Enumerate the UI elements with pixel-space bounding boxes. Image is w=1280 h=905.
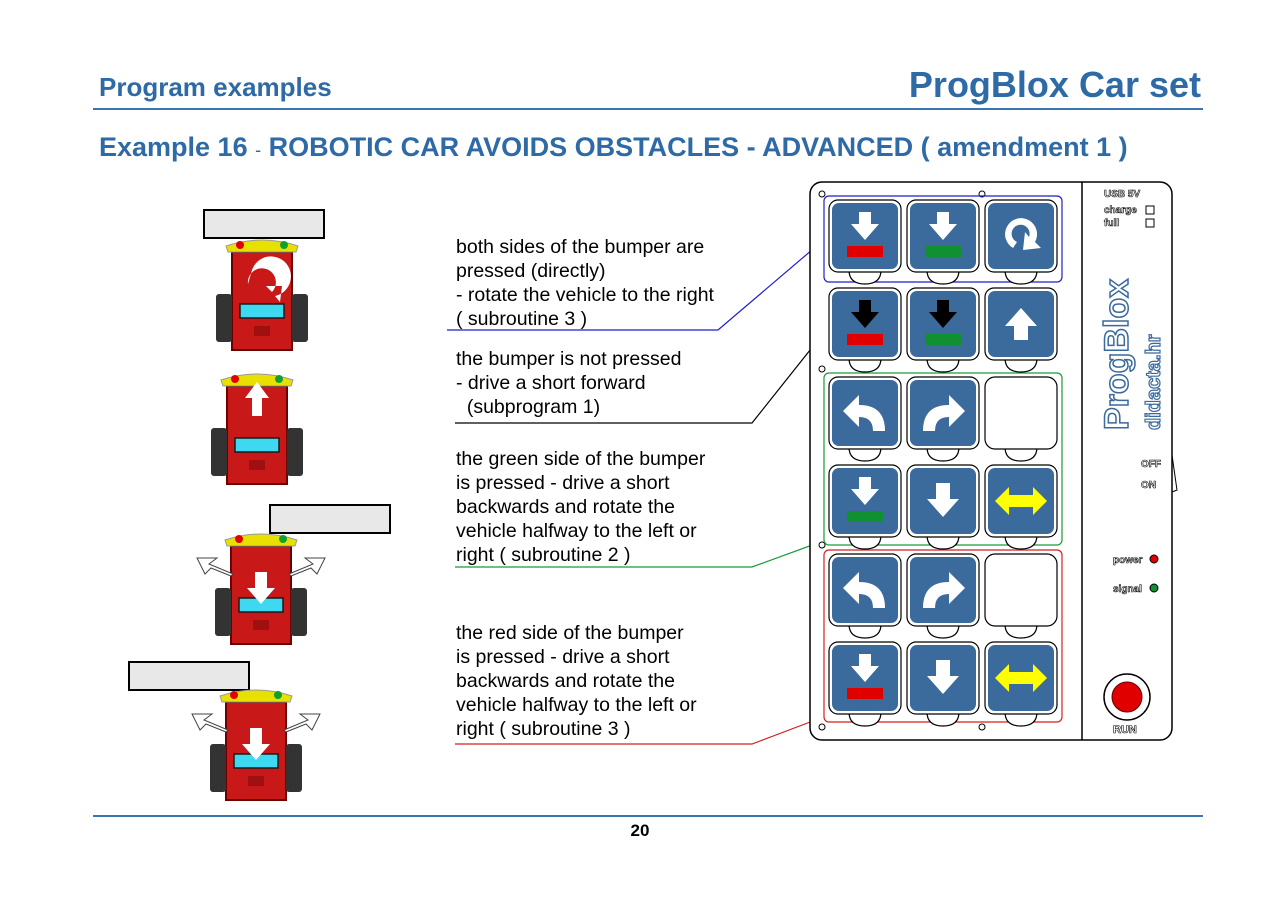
description-green-side: the green side of the bumper is pressed … <box>456 448 706 566</box>
power-switch[interactable] <box>1171 454 1178 493</box>
turn-right-icon <box>923 395 965 431</box>
down-arrow-icon <box>927 483 959 517</box>
connector-green <box>455 539 827 568</box>
example-separator: - <box>255 140 262 160</box>
usb-label: USB 5V <box>1104 189 1140 200</box>
example-number: Example 16 <box>99 132 248 162</box>
connector-blue <box>447 237 827 331</box>
page-number: 20 <box>630 821 650 840</box>
block-turn-right[interactable] <box>906 376 980 462</box>
on-label: ON <box>1141 480 1156 491</box>
signal-led <box>1149 583 1159 593</box>
double-arrow-yellow-icon <box>995 487 1047 515</box>
block-double-arrow-yellow[interactable] <box>984 464 1058 550</box>
car-back-green <box>196 533 326 645</box>
block-down-arrow-green[interactable] <box>828 464 902 550</box>
description-not-pressed: the bumper is not pressed - drive a shor… <box>456 348 682 418</box>
block-empty[interactable] <box>984 376 1058 462</box>
block-down-arrow[interactable] <box>906 641 980 727</box>
charge-label: charge <box>1104 205 1137 216</box>
block-down-arrow-red-black[interactable] <box>828 287 902 373</box>
block-empty[interactable] <box>984 553 1058 639</box>
down-arrow-green-black-icon <box>925 300 961 345</box>
charge-indicator <box>1145 205 1155 215</box>
run-label: RUN <box>1113 724 1137 736</box>
brand-logo: ProgBlox <box>1098 279 1136 430</box>
up-arrow-icon <box>1005 308 1037 340</box>
off-label: OFF <box>1141 459 1161 470</box>
header-divider <box>93 108 1203 110</box>
block-down-arrow[interactable] <box>906 464 980 550</box>
down-arrow-red-icon <box>847 212 883 257</box>
turn-left-icon <box>843 572 885 608</box>
block-rotate-right[interactable] <box>984 199 1058 285</box>
signal-label: signal <box>1113 584 1142 595</box>
run-button[interactable] <box>1111 681 1143 713</box>
full-indicator <box>1145 218 1155 228</box>
block-down-arrow-green-black[interactable] <box>906 287 980 373</box>
example-heading: ROBOTIC CAR AVOIDS OBSTACLES - ADVANCED … <box>268 132 1128 162</box>
block-turn-right[interactable] <box>906 553 980 639</box>
car-rotate <box>215 239 309 351</box>
website-logo: didacta.hr <box>1143 334 1165 430</box>
block-up-arrow[interactable] <box>984 287 1058 373</box>
rotate-right-icon <box>1005 218 1041 250</box>
example-title: Example 16 - ROBOTIC CAR AVOIDS OBSTACLE… <box>99 132 1128 163</box>
power-led <box>1149 554 1159 564</box>
block-turn-left[interactable] <box>828 376 902 462</box>
down-arrow-red-icon <box>847 654 883 699</box>
block-down-arrow-red[interactable] <box>828 199 902 285</box>
car-back-red <box>191 689 321 801</box>
connector-black <box>455 329 827 424</box>
down-arrow-icon <box>927 660 959 694</box>
product-title: ProgBlox Car set <box>908 64 1201 105</box>
connector-red <box>455 715 827 745</box>
turn-left-icon <box>843 395 885 431</box>
description-red-side: the red side of the bumper is pressed - … <box>456 622 697 740</box>
description-both-sides: both sides of the bumper are pressed (di… <box>456 236 714 330</box>
down-arrow-green-icon <box>925 212 961 257</box>
full-label: full <box>1104 218 1119 229</box>
block-down-arrow-red[interactable] <box>828 641 902 727</box>
section-title: Program examples <box>99 72 332 102</box>
block-down-arrow-green[interactable] <box>906 199 980 285</box>
footer-divider <box>93 815 1203 817</box>
double-arrow-yellow-icon <box>995 664 1047 692</box>
turn-right-icon <box>923 572 965 608</box>
down-arrow-red-black-icon <box>847 300 883 345</box>
car-forward <box>210 373 304 485</box>
power-label: power <box>1113 555 1143 566</box>
block-double-arrow-yellow[interactable] <box>984 641 1058 727</box>
block-turn-left[interactable] <box>828 553 902 639</box>
down-arrow-green-icon <box>847 477 883 522</box>
